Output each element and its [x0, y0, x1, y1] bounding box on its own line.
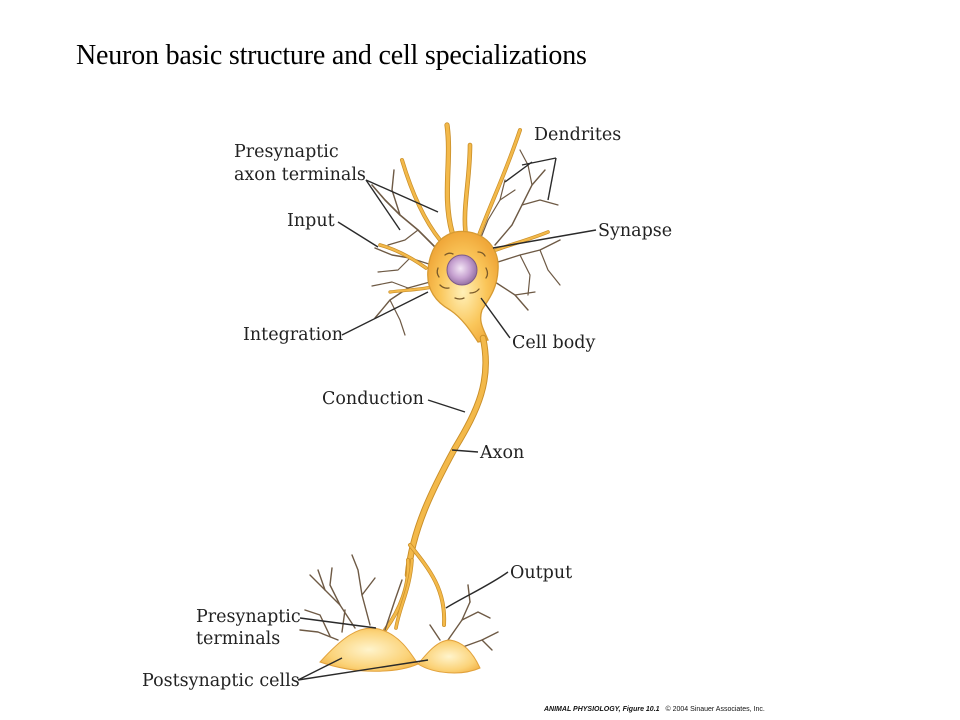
- cell-body: [427, 230, 499, 343]
- incoming-axons: [378, 122, 550, 294]
- label-conduction: Conduction: [322, 389, 424, 409]
- label-output: Output: [510, 563, 572, 583]
- figure-credit: ANIMAL PHYSIOLOGY, Figure 10.1 © 2004 Si…: [543, 705, 765, 713]
- nucleus: [446, 254, 478, 286]
- leader-lines: [297, 157, 597, 681]
- label-input: Input: [287, 211, 335, 231]
- label-postsynaptic-cells: Postsynaptic cells: [142, 671, 300, 691]
- label-synapse: Synapse: [598, 221, 672, 241]
- axon: [383, 334, 489, 632]
- postsynaptic-cells: [299, 554, 499, 674]
- organelles: [436, 251, 489, 300]
- label-presynaptic-axon-terminals-1: Presynaptic: [234, 142, 339, 162]
- label-cell-body: Cell body: [512, 333, 595, 353]
- label-axon: Axon: [479, 443, 524, 463]
- label-integration: Integration: [243, 325, 343, 345]
- label-presynaptic-terminals-2: terminals: [196, 629, 280, 649]
- label-presynaptic-axon-terminals-2: axon terminals: [234, 165, 366, 185]
- credit-source: ANIMAL PHYSIOLOGY, Figure 10.1: [543, 706, 660, 713]
- label-presynaptic-terminals-1: Presynaptic: [196, 607, 301, 627]
- label-dendrites: Dendrites: [534, 125, 621, 145]
- credit-copyright: © 2004 Sinauer Associates, Inc.: [665, 705, 764, 713]
- slide-title: Neuron basic structure and cell speciali…: [76, 40, 587, 71]
